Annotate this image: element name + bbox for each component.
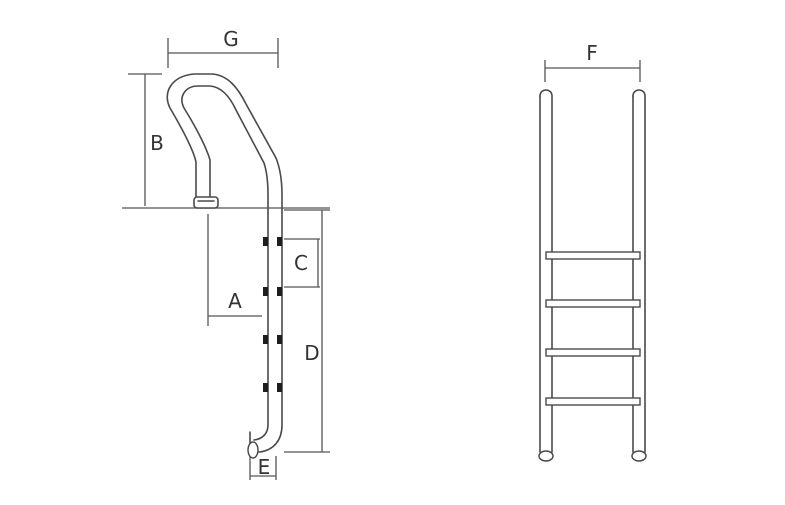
- step-tread: [545, 397, 641, 406]
- front-view: F: [538, 41, 647, 462]
- step-tread: [545, 299, 641, 308]
- dimension-d: D: [284, 209, 330, 453]
- step-bolt: [277, 237, 282, 246]
- label-g: G: [223, 27, 239, 51]
- step-tread: [545, 348, 641, 357]
- dimension-a: A: [207, 214, 262, 326]
- label-d: D: [304, 341, 319, 365]
- step-bolt: [277, 335, 282, 344]
- front-steps: [545, 251, 641, 406]
- left-rail-outer: [539, 89, 553, 453]
- label-c: C: [294, 251, 308, 275]
- step-bolt: [263, 237, 268, 246]
- dimension-e: E: [249, 455, 277, 480]
- label-e: E: [258, 455, 271, 479]
- step-bolts: [263, 237, 282, 392]
- side-view: G B A C D: [122, 27, 330, 480]
- step-tread: [545, 251, 641, 260]
- dimension-b: B: [128, 73, 164, 206]
- step-bolt: [263, 383, 268, 392]
- dimension-g: G: [167, 27, 279, 68]
- step-bolt: [263, 287, 268, 296]
- handrail-inner: [181, 85, 269, 441]
- right-rail-outer: [632, 89, 646, 453]
- dimension-f: F: [544, 41, 641, 82]
- dimension-c: C: [284, 238, 320, 288]
- label-f: F: [586, 41, 598, 65]
- step-bolt: [277, 287, 282, 296]
- step-bolt: [277, 383, 282, 392]
- label-b: B: [150, 131, 164, 155]
- right-rail-foot: [631, 450, 647, 462]
- handrail-base-flange: [193, 196, 219, 209]
- foot-cap: [247, 441, 259, 459]
- label-a: A: [228, 289, 242, 313]
- handrail-outer: [166, 73, 283, 453]
- left-rail-foot: [538, 450, 554, 462]
- step-bolt: [263, 335, 268, 344]
